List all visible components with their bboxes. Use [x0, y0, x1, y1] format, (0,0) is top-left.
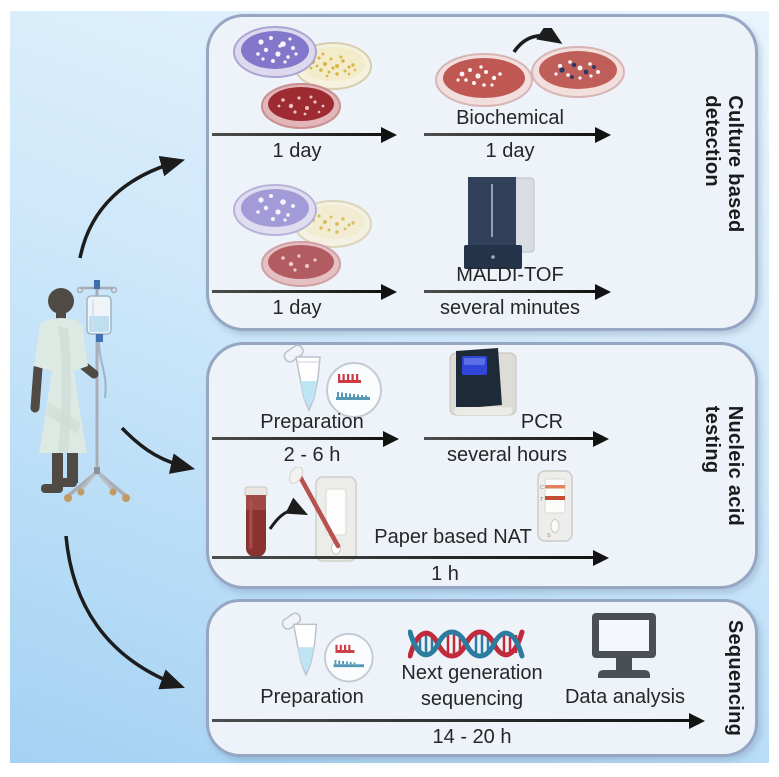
- time-label-nat-preparation: 2 - 6 h: [283, 444, 341, 466]
- panel-sequencing: Sequencing: [206, 599, 758, 757]
- time-label-culture-plates: 1 day: [272, 140, 322, 162]
- panel-title-nat: Nucleic acid testing: [701, 405, 746, 526]
- blood-agar-plates-icon: [435, 28, 625, 107]
- time-label-maldi-plates: 1 day: [272, 297, 322, 319]
- sample-prep-tube-icon: [281, 612, 374, 683]
- panel-title-sequencing: Sequencing: [724, 619, 746, 737]
- step-label-nat-preparation: Preparation: [260, 411, 364, 433]
- time-label-sequencing: 14 - 20 h: [432, 726, 512, 748]
- lateral-flow-result-icon: C T S: [537, 470, 573, 542]
- cassette-mark-c: C: [540, 485, 544, 491]
- computer-monitor-icon: [592, 613, 656, 678]
- dna-helix-icon: [408, 629, 525, 659]
- maldi-tof-instrument-icon: [464, 177, 535, 269]
- sample-prep-tube-icon: [283, 344, 382, 418]
- time-label-paper-nat: 1 h: [431, 563, 459, 585]
- time-label-pcr: several hours: [446, 444, 568, 466]
- flow-arrow-maldi: [424, 283, 611, 300]
- flow-arrow-nat-prep: [212, 430, 399, 447]
- flow-arrow-pcr: [424, 430, 609, 447]
- step-label-biochemical: Biochemical: [456, 107, 564, 129]
- flow-arrow-culture-2: [212, 283, 397, 300]
- time-label-biochemical: 1 day: [485, 140, 535, 162]
- panel-title-culture: Culture based detection: [701, 94, 746, 233]
- step-label-data-analysis: Data analysis: [564, 686, 686, 708]
- patient-iv-stand-icon: [30, 280, 130, 502]
- petri-dish-stack-icon: [233, 184, 372, 287]
- flow-arrow-culture-1: [212, 126, 397, 143]
- flow-arrow-biochemical: [424, 126, 611, 143]
- flow-arrow-sequencing: [212, 712, 705, 729]
- step-label-pcr: PCR: [520, 411, 564, 433]
- petri-dish-stack-icon: [233, 26, 372, 129]
- flow-arrow-paper-nat: [212, 549, 609, 566]
- cassette-mark-s: S: [547, 533, 551, 539]
- step-label-paper-nat: Paper based NAT: [374, 526, 532, 548]
- step-label-maldi: MALDI-TOF: [456, 264, 564, 286]
- step-label-ngs-line2: sequencing: [420, 688, 524, 710]
- pcr-thermocycler-icon: [449, 348, 517, 416]
- step-label-seq-preparation: Preparation: [260, 686, 364, 708]
- cassette-mark-t: T: [540, 497, 544, 503]
- time-label-maldi: several minutes: [439, 297, 581, 319]
- blood-tube-swab-cassette-icon: [244, 467, 357, 562]
- step-label-ngs-line1: Next generation: [401, 662, 543, 684]
